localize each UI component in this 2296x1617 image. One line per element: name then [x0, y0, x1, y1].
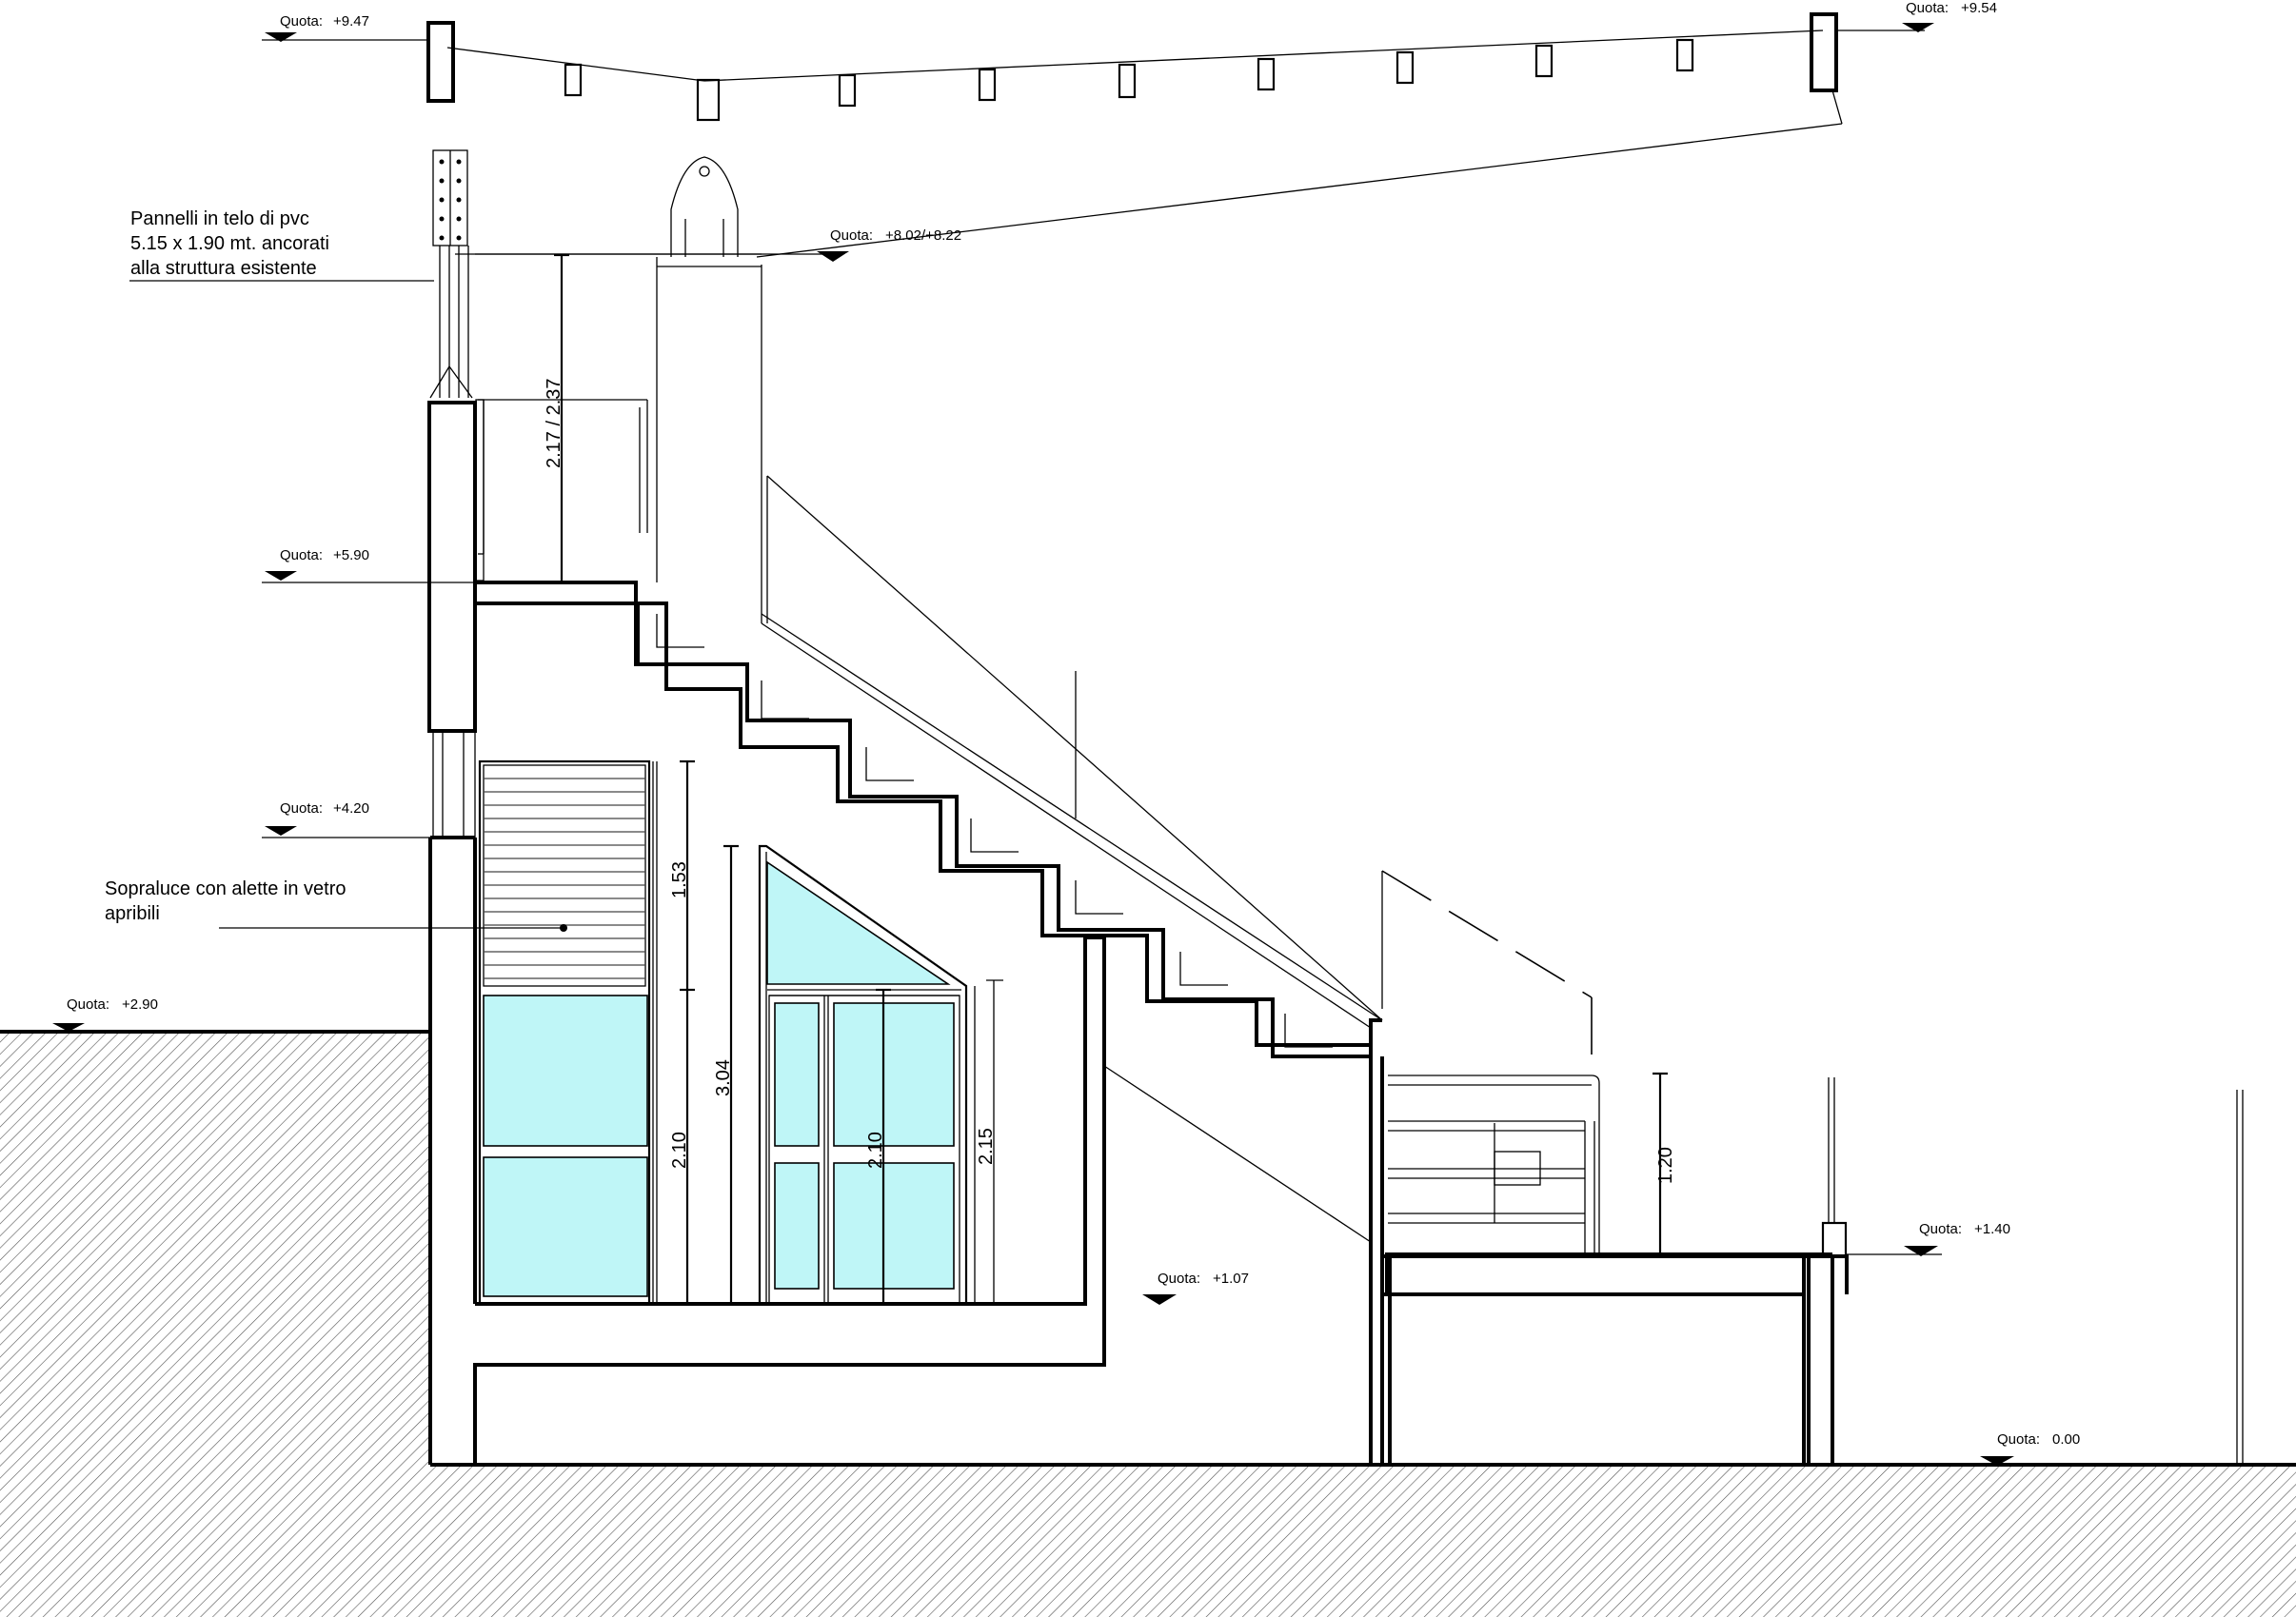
- level-marker-590: [262, 571, 476, 583]
- level-107-label: Quota:: [1158, 1271, 1200, 1287]
- level-marker-947: [262, 32, 428, 42]
- roof-purlins: [564, 38, 1694, 122]
- roof-column-head-left: [426, 21, 455, 103]
- stair-treads: [656, 614, 1333, 1048]
- upper-enclosure: [475, 156, 762, 623]
- level-590-label: Quota:: [280, 547, 323, 563]
- level-947-label: Quota:: [280, 13, 323, 30]
- roof-canopy: [426, 12, 1843, 258]
- level-marker-107: [1142, 1294, 1177, 1305]
- bleachers: [1388, 1075, 1600, 1254]
- dim-upper-height: 2.17 / 2.37: [544, 378, 564, 468]
- ground: [0, 1030, 2296, 1617]
- level-954-label: Quota:: [1906, 0, 1949, 16]
- dim-window-height: 2.10: [669, 1132, 690, 1169]
- level-140-label: Quota:: [1919, 1221, 1962, 1237]
- window-glass-upper: [483, 995, 648, 1147]
- pvc-note-line-2: 5.15 x 1.90 mt. ancorati: [130, 233, 329, 254]
- door-glass-left-lower: [774, 1162, 820, 1290]
- door-glass-right-upper: [833, 1002, 955, 1147]
- level-marker-954: [1837, 23, 1934, 32]
- level-590-value: +5.90: [333, 547, 369, 563]
- door-glass-left-upper: [774, 1002, 820, 1147]
- stair-slab: [475, 475, 1383, 1243]
- level-140-value: +1.40: [1974, 1221, 2010, 1237]
- level-000-label: Quota:: [1997, 1431, 2040, 1448]
- dim-transom-height: 1.53: [669, 861, 690, 898]
- level-labels: Quota: +9.47 Quota: +9.54 Quota: +8.02/+…: [67, 0, 2080, 1448]
- level-420-value: +4.20: [333, 800, 369, 817]
- dimension-lines: [554, 253, 1668, 1304]
- dim-door-frame-height: 2.15: [976, 1128, 997, 1165]
- level-802-value: +8.02/+8.22: [885, 227, 961, 244]
- dim-door-height: 2.10: [865, 1132, 886, 1169]
- transom-louvers: [484, 778, 645, 979]
- left-column: [427, 149, 477, 838]
- column-shaft: [427, 401, 477, 733]
- level-802-label: Quota:: [830, 227, 873, 244]
- window-with-transom: [478, 759, 658, 1306]
- door-glass-right-lower: [833, 1162, 955, 1290]
- dashed-railing: [1381, 870, 1593, 1066]
- annotations: Pannelli in telo di pvc 5.15 x 1.90 mt. …: [105, 208, 346, 924]
- transom-note-line-2: apribili: [105, 903, 160, 924]
- dim-total-height: 3.04: [713, 1059, 734, 1096]
- level-marker-000: [1980, 1456, 2014, 1466]
- lower-structure: [428, 836, 2244, 1465]
- level-marker-420: [262, 826, 430, 838]
- window-glass-lower: [483, 1156, 648, 1297]
- dimension-labels: 2.17 / 2.37 1.53 2.10 3.04 2.10 2.15 1.2…: [544, 378, 1676, 1184]
- level-marker-802: [455, 251, 849, 262]
- level-954-value: +9.54: [1961, 0, 1997, 16]
- level-000-value: 0.00: [2052, 1431, 2080, 1448]
- level-marker-290: [52, 1023, 85, 1032]
- level-markers: [52, 23, 2014, 1466]
- level-947-value: +9.47: [333, 13, 369, 30]
- dim-railing-height: 1.20: [1655, 1147, 1676, 1184]
- level-marker-140: [1847, 1246, 1942, 1256]
- door-glass-triangle: [766, 860, 951, 985]
- pvc-note-line-1: Pannelli in telo di pvc: [130, 208, 309, 229]
- level-420-label: Quota:: [280, 800, 323, 817]
- pvc-note-line-3: alla struttura esistente: [130, 258, 317, 279]
- transom-note-line-1: Sopraluce con alette in vetro: [105, 878, 346, 899]
- glass-door: [758, 844, 1003, 1305]
- ground-hatch-left: [0, 1032, 430, 1465]
- level-290-value: +2.90: [122, 996, 158, 1013]
- ground-hatch-bottom: [0, 1465, 2296, 1617]
- level-107-value: +1.07: [1213, 1271, 1249, 1287]
- level-290-label: Quota:: [67, 996, 109, 1013]
- roof-column-head-right: [1810, 12, 1838, 92]
